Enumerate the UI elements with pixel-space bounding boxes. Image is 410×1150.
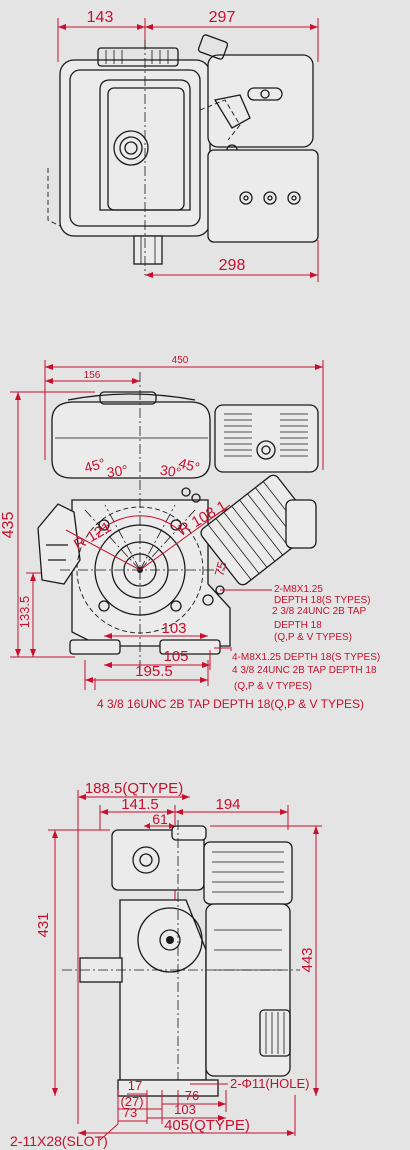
dim-front-431: 431 xyxy=(35,912,52,937)
dim-top-298: 298 xyxy=(219,257,246,274)
note-tap-4m8: 4-M8X1.25 DEPTH 18(S TYPES) 4 3/8 24UNC … xyxy=(232,652,383,692)
dim-top-297: 297 xyxy=(209,9,236,26)
dim-front-443: 443 xyxy=(299,947,316,972)
radius-75: 75 xyxy=(212,560,230,578)
dim-front-76: 76 xyxy=(185,1088,199,1103)
side-view: 450 156 435 133.5 xyxy=(0,355,383,711)
angle-45-right: 45° xyxy=(177,455,202,476)
front-view: 188.5(QTYPE) 141.5 61 194 431 443 xyxy=(10,780,322,1149)
dim-front-188-5: 188.5(QTYPE) xyxy=(85,780,183,797)
label-holes: 2-Φ11(HOLE) xyxy=(230,1076,310,1091)
dim-front-73: 73 xyxy=(123,1105,137,1120)
dim-front-103: 103 xyxy=(174,1102,196,1117)
angle-30-right: 30° xyxy=(159,462,182,481)
dim-front-405: 405(QTYPE) xyxy=(164,1117,250,1134)
dim-side-133-5: 133.5 xyxy=(17,596,32,629)
dim-front-17: 17 xyxy=(128,1078,142,1093)
top-view: 143 297 298 xyxy=(47,9,319,282)
dim-side-105: 105 xyxy=(163,648,188,665)
angle-30-left: 30° xyxy=(106,462,129,481)
dim-side-195-5: 195.5 xyxy=(135,663,173,680)
note-tap-4-16unc: 4 3/8 16UNC 2B TAP DEPTH 18(Q,P & V TYPE… xyxy=(97,697,364,711)
dim-front-61: 61 xyxy=(152,811,168,827)
label-slots: 2-11X28(SLOT) xyxy=(10,1133,108,1149)
dim-side-435: 435 xyxy=(0,512,17,539)
dim-front-27: (27) xyxy=(120,1094,143,1109)
dim-top-143: 143 xyxy=(87,9,114,26)
dim-side-450: 450 xyxy=(172,355,189,366)
note-tap-2m8: 2-M8X1.25 DEPTH 18(S TYPES) 2 3/8 24UNC … xyxy=(272,584,373,643)
dim-side-156: 156 xyxy=(84,370,101,381)
dim-side-103: 103 xyxy=(161,620,186,637)
angle-45-left: 45° xyxy=(82,455,107,476)
dim-front-141-5: 141.5 xyxy=(121,796,159,813)
dim-front-194: 194 xyxy=(215,796,240,813)
